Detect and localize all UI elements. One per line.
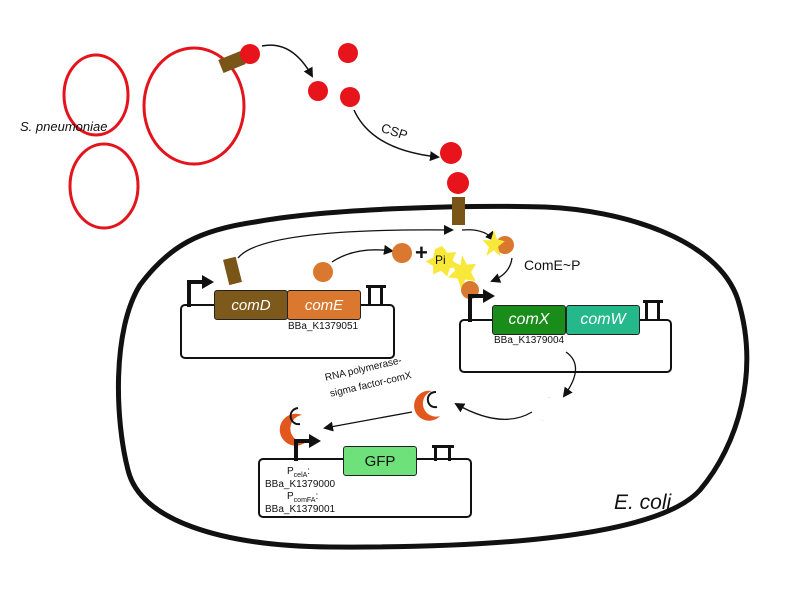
rnap-bound-sigma (294, 410, 305, 429)
csp-peptide (447, 172, 469, 194)
terminator-2-icon (643, 300, 663, 303)
e-coli-label: E. coli (614, 491, 672, 514)
come-protein-free (392, 243, 412, 263)
gene-comd: comD (214, 290, 288, 320)
come-arrow (331, 244, 394, 263)
csp-peptide (338, 43, 358, 63)
promoter-celA-name: P (287, 466, 294, 477)
come-p-label: ComE~P (524, 257, 581, 273)
pneumoniae-cell-small-bottom (68, 142, 140, 230)
promoter-celA-label: PcelA: (287, 466, 311, 479)
holoenzyme-assembly-arrow (454, 403, 533, 421)
s-pneumoniae-label: S. pneumoniae (20, 119, 108, 134)
terminator-2-icon (645, 300, 648, 320)
pneumoniae-cell-small-top (62, 53, 130, 137)
comd-protein (223, 256, 242, 286)
terminator-1-icon (380, 285, 383, 305)
pi-label: Pi (435, 253, 446, 267)
rnap-complex (414, 390, 440, 421)
plasmid-2-part-id: BBa_K1379004 (494, 335, 565, 346)
promoter-1-arrowhead (202, 275, 214, 289)
come-phosphorylation-arrow (461, 229, 496, 242)
phosphate-starburst (448, 255, 476, 289)
promoter-comFA-subscript: comFA (293, 497, 316, 504)
terminator-1-icon (368, 285, 371, 305)
csp-peptide (340, 87, 360, 107)
csp-peptide (240, 44, 260, 64)
comd-receptor (452, 197, 465, 225)
promoter-3-icon (294, 439, 312, 461)
export-arrow (261, 44, 313, 78)
rnap-bound-hook (289, 407, 301, 426)
ecoli-cell (115, 203, 750, 550)
phosphate-starburst (482, 230, 505, 257)
pneumoniae-cell-large (142, 46, 246, 166)
terminator-3-icon (432, 445, 454, 448)
promoter-comFA-part-id: BBa_K1379001 (265, 504, 336, 515)
comd-localization-arrow (237, 224, 454, 259)
pneumoniae-exporter (218, 51, 246, 73)
come-p-activation-arrow (490, 257, 513, 283)
plus-sign: + (415, 240, 428, 265)
rnap-complex-sigma (429, 395, 440, 414)
rnap-complex-hook (426, 391, 438, 409)
promoter-celA-part-id: BBa_K1379000 (265, 479, 336, 490)
csp-peptide (440, 142, 462, 164)
terminator-2-icon (657, 300, 660, 320)
come-protein (313, 262, 333, 282)
promoter-1-icon (187, 280, 205, 307)
promoter-3-arrowhead (309, 434, 321, 448)
plasmid-1-part-id: BBa_K1379051 (288, 321, 359, 332)
promoter-comFA-label: PcomFA: (287, 491, 319, 504)
terminator-3-icon (448, 445, 451, 461)
csp-peptide (308, 81, 328, 101)
pi-starburst (425, 246, 459, 277)
gene-gfp: GFP (343, 446, 417, 476)
rnap-bound (279, 413, 306, 446)
comx-sigma-factor (536, 397, 552, 422)
gene-comx: comX (492, 305, 566, 335)
terminator-1-icon (366, 285, 386, 288)
promoter-2-icon (468, 294, 486, 322)
promoter-celA-subscript: celA (293, 472, 308, 479)
promoter-comFA-name: P (287, 491, 294, 502)
gene-comw: comW (566, 305, 640, 335)
csp-diffusion-arrow (353, 109, 440, 162)
rnap-binding-arrow (323, 411, 413, 432)
promoter-2-arrowhead (483, 289, 495, 303)
gene-come: comE (287, 290, 361, 320)
comx-expression-arrow (562, 351, 577, 398)
terminator-3-icon (434, 445, 437, 461)
